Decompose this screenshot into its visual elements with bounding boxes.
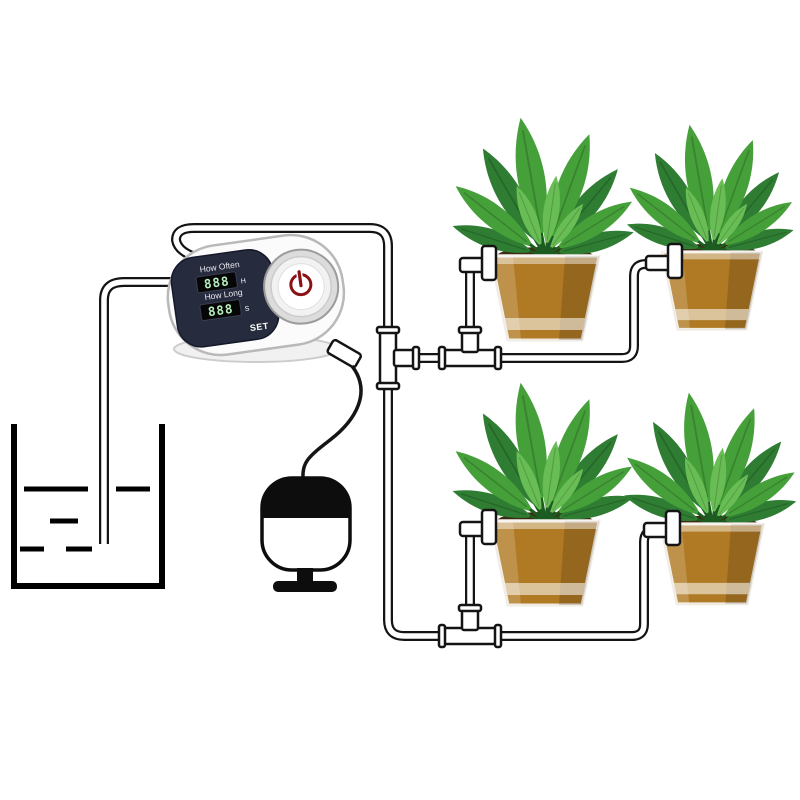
plant-pot-2 [624, 123, 797, 330]
plant-pot-3 [449, 380, 637, 605]
display-hours [195, 271, 238, 294]
controller-device: How Often 888 H How Long 888 S SET [166, 233, 346, 357]
water-container-walls [11, 424, 165, 589]
tee-connector-1 [375, 325, 421, 391]
plant-pot-1 [449, 115, 637, 340]
pump-base [273, 581, 337, 592]
power-icon [289, 270, 313, 297]
water-container [11, 424, 165, 589]
display-hours-value: 888 [203, 273, 230, 291]
power-icon-bar [297, 270, 303, 288]
water-pump [260, 476, 352, 592]
display-hours-unit: H [240, 278, 246, 286]
pump-top-cap [262, 478, 350, 518]
tee-connector-3 [437, 603, 503, 649]
water-level-dashes [20, 486, 150, 552]
pot-dripper-2 [644, 242, 684, 280]
display-seconds [199, 299, 242, 322]
set-button-label: SET [249, 321, 269, 334]
outlet-nozzle [326, 338, 363, 369]
pump-cable [301, 364, 363, 481]
display-seconds-value: 888 [207, 301, 234, 319]
pump-stem [297, 568, 313, 583]
tee-connector-2 [437, 325, 503, 371]
set-button [263, 248, 340, 325]
display-seconds-unit: S [244, 306, 250, 314]
